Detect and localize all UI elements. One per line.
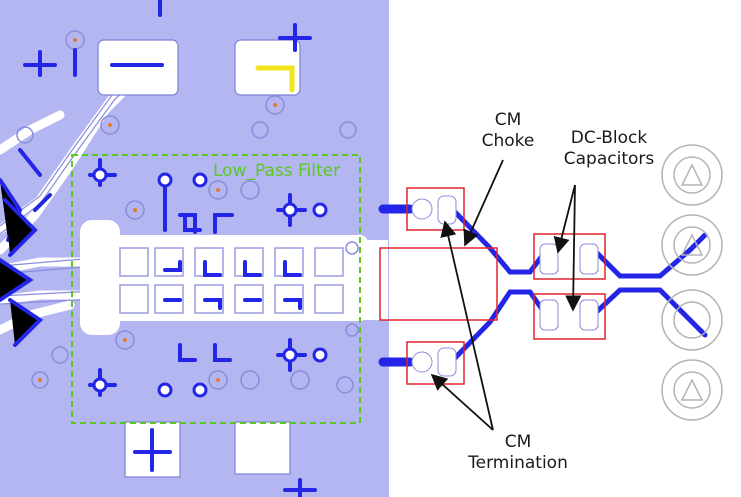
cm-choke-label: CM Choke [478, 110, 538, 152]
dc-block-cap-top [533, 233, 606, 280]
bottom-traces [133, 428, 317, 497]
dc-block-label: DC-Block Capacitors [548, 128, 670, 170]
cm-signal-pads [378, 204, 415, 367]
component-outlines [379, 187, 606, 385]
cm-choke-arrow [463, 159, 504, 247]
dc-block-arrow-top [553, 184, 576, 254]
pin-markers [38, 38, 277, 382]
dc-block-arrow-bottom [565, 184, 582, 312]
annotation-arrows [430, 159, 582, 431]
cm-choke-line2: Choke [481, 131, 535, 151]
vias [92, 167, 328, 398]
decorative-via-rings [16, 30, 359, 394]
filter-component-traces [88, 158, 307, 397]
cm-termination-label: CM Termination [458, 432, 578, 474]
cm-termination-top [406, 187, 465, 231]
cm-choke-line1: CM [494, 110, 522, 130]
cm-term-arrow-top [440, 220, 494, 431]
cm-choke-outline [379, 247, 498, 321]
dc-block-line1: DC-Block [570, 128, 648, 148]
cm-term-arrow-bottom [430, 373, 494, 431]
low-pass-filter-label: Low_Pass Filter [213, 161, 341, 181]
left-edge-trace-bundle [0, 148, 52, 347]
top-traces [23, 0, 312, 77]
low-pass-filter-box [71, 154, 361, 424]
cm-term-line1: CM [504, 432, 532, 452]
connector-pads [661, 144, 723, 421]
cm-term-line2: Termination [468, 453, 568, 473]
yellow-trace [255, 65, 295, 93]
dc-block-cap-bottom [533, 293, 606, 340]
dc-block-line2: Capacitors [563, 149, 655, 169]
